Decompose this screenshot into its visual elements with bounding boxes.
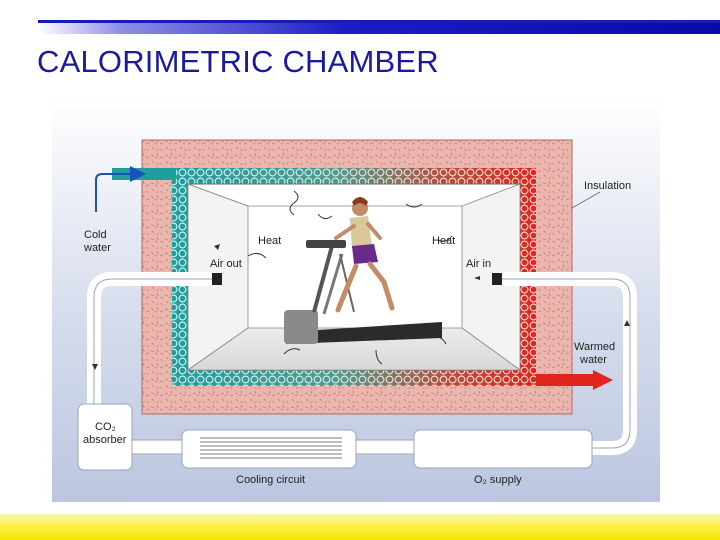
cold-water-arrow: [95, 166, 146, 212]
diagram-svg: Insulation Cold water Heat Heat Air out …: [52, 96, 660, 502]
runner-figure: [334, 197, 395, 313]
treadmill: [284, 240, 442, 344]
label-cold-water-2: water: [83, 242, 111, 254]
air-in-port: [492, 273, 502, 285]
flow-arrow-up: [624, 320, 630, 326]
label-warmed-water-2: water: [579, 354, 607, 366]
cooling-to-o2-tube: [355, 439, 415, 455]
title-rule: [38, 20, 720, 34]
calorimetric-chamber-diagram: Insulation Cold water Heat Heat Air out …: [52, 96, 660, 502]
label-insulation: Insulation: [584, 180, 631, 192]
flow-arrow-down: [92, 364, 98, 370]
air-in-pipe-outline: [498, 278, 631, 449]
air-arrow-out: [214, 244, 220, 250]
slide-title: CALORIMETRIC CHAMBER: [37, 44, 439, 79]
o2-supply-unit: [413, 429, 593, 469]
label-air-out: Air out: [210, 258, 242, 270]
co2-absorber-unit: [77, 403, 133, 471]
label-air-in: Air in: [466, 258, 491, 270]
cooling-circuit-unit: [181, 429, 357, 469]
air-arrow-in: [474, 276, 480, 280]
bottom-band: [0, 514, 720, 540]
label-cold-water-1: Cold: [84, 229, 107, 241]
insulation-leader: [571, 191, 601, 209]
label-o2-supply: O₂ supply: [474, 474, 522, 486]
label-heat-right: Heat: [432, 235, 455, 247]
label-co2-1: CO₂: [95, 421, 116, 433]
label-heat-left: Heat: [258, 235, 281, 247]
air-out-port: [212, 273, 222, 285]
chamber-floor: [186, 327, 522, 371]
label-warmed-water-1: Warmed: [574, 341, 615, 353]
label-cooling-circuit: Cooling circuit: [236, 474, 305, 486]
title-rule-thin: [38, 20, 720, 23]
label-co2-2: absorber: [83, 434, 127, 446]
title-rule-thick: [38, 23, 720, 34]
cooling-circuit-lines: [200, 437, 342, 459]
absorber-to-cooling-tube: [131, 439, 183, 455]
air-out-pipe-outline: [93, 278, 216, 406]
